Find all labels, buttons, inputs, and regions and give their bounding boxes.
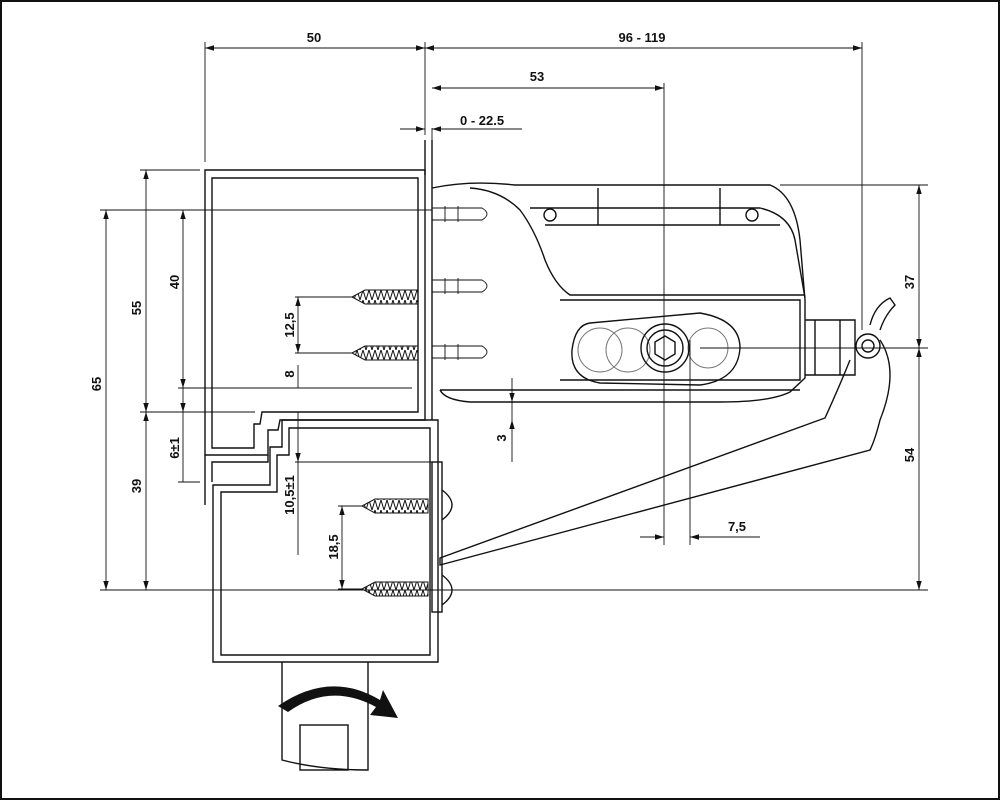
dimension-lines [103, 45, 922, 590]
handle-stub [281, 662, 369, 771]
hinge-pin [855, 333, 881, 359]
dim-height-55: 55 [129, 301, 144, 315]
hinge-housing [431, 182, 806, 403]
extension-lines [100, 42, 928, 591]
dim-offset-10-5: 10,5±1 [282, 475, 297, 515]
dim-tol-6: 6±1 [167, 437, 182, 459]
dim-height-40: 40 [167, 275, 182, 289]
frame-pins [432, 206, 488, 360]
screw-bottom-1 [360, 498, 429, 514]
dim-height-54: 54 [902, 447, 917, 462]
sash-plate [431, 461, 453, 613]
dim-screw-pitch-bottom: 18,5 [326, 534, 341, 559]
dim-hinge-reach: 96 - 119 [619, 30, 666, 45]
dim-height-37: 37 [902, 275, 917, 289]
screw-top-2 [350, 345, 419, 361]
dim-gap-3: 3 [494, 434, 509, 441]
frame-profile [204, 169, 426, 505]
dim-pivot-offset: 53 [530, 69, 544, 84]
rail-edge [424, 140, 433, 420]
screw-bottom-2 [360, 581, 429, 597]
rotation-arrow-icon [278, 686, 398, 718]
dim-height-39: 39 [129, 479, 144, 493]
dim-gap-8: 8 [282, 370, 297, 377]
adjustment-cam [571, 312, 741, 386]
screw-top-1 [350, 289, 419, 305]
dim-adjust-range: 0 - 22.5 [460, 113, 504, 128]
sash-profile [212, 419, 439, 663]
hex-bolt-icon [640, 323, 690, 373]
dim-offset-7-5: 7,5 [728, 519, 746, 534]
dim-height-65: 65 [89, 377, 104, 391]
dim-screw-pitch-top: 12,5 [282, 312, 297, 337]
dim-frame-width: 50 [307, 30, 321, 45]
hinge-arm [439, 297, 896, 566]
